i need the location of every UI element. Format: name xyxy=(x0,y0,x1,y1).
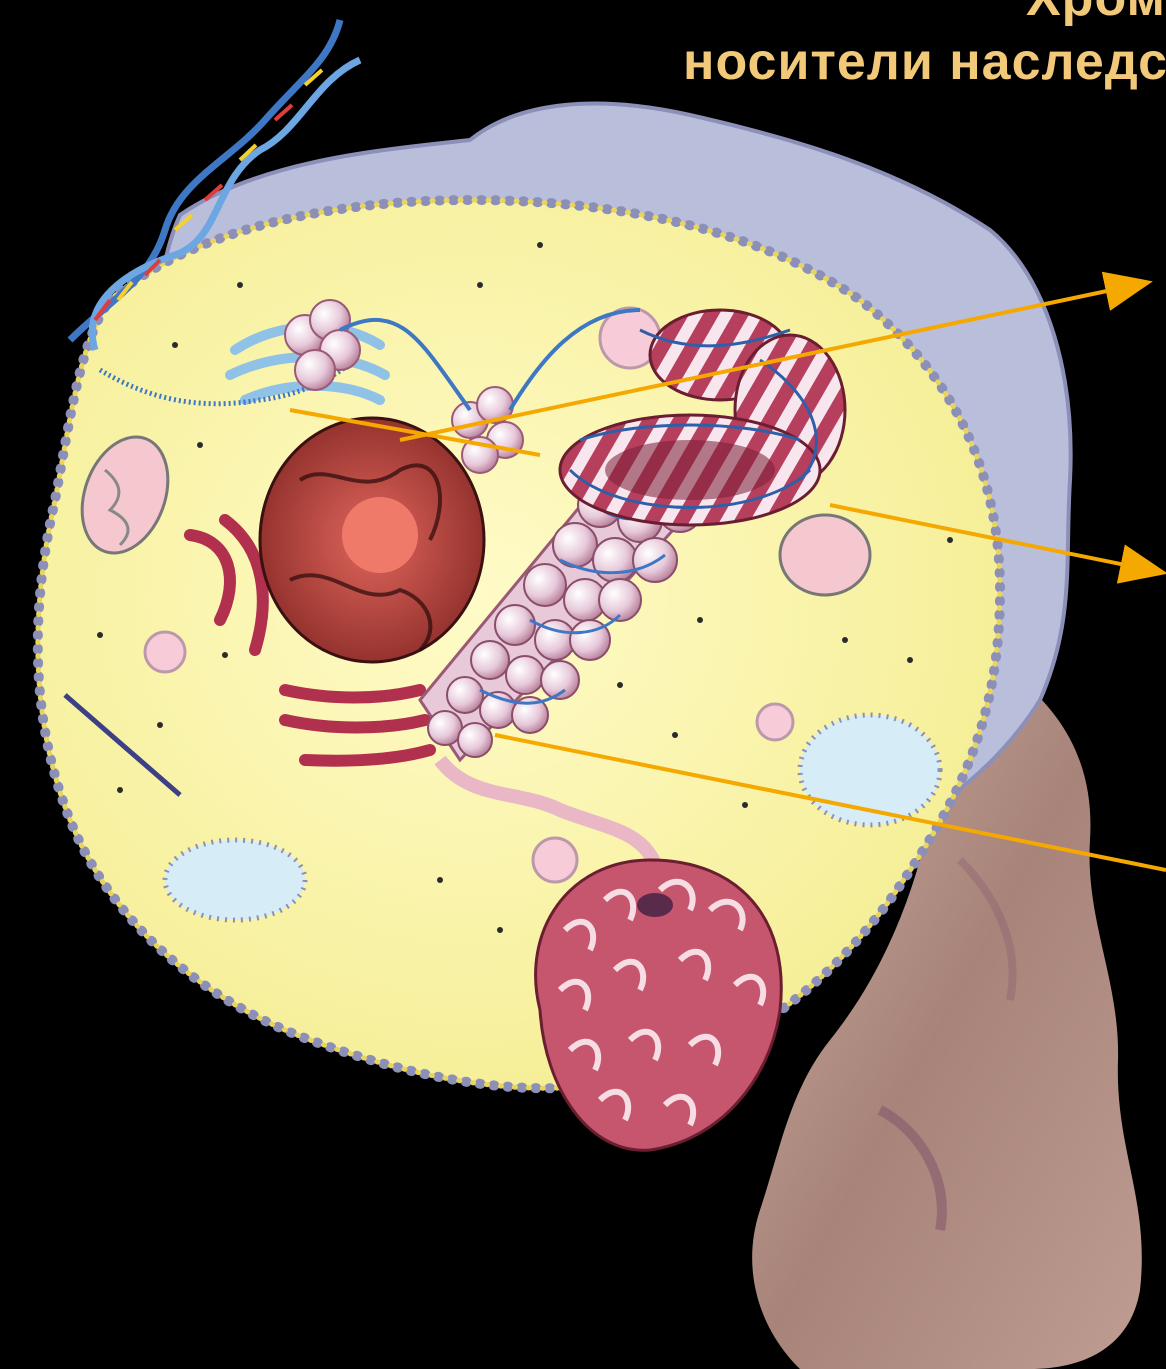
nucleus xyxy=(260,418,484,662)
slide-title: Хром носители наследс xyxy=(683,0,1166,94)
looped-chromatin xyxy=(536,860,782,1150)
title-line-2: носители наследс xyxy=(683,30,1166,94)
title-line-1: Хром xyxy=(683,0,1166,30)
